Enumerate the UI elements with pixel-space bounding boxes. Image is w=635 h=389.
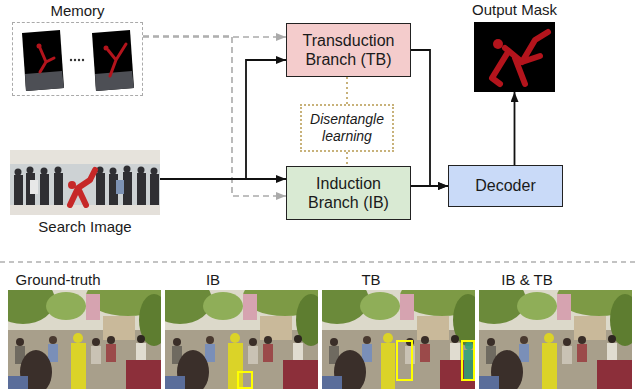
disentangle-box: Disentangle learning [300, 104, 394, 152]
panel-label: Ground-truth [15, 271, 100, 289]
image-caption: Output Mask [472, 1, 557, 19]
transduction-branch: Transduction Branch (TB) [286, 23, 411, 77]
output-mask: Output Mask [474, 22, 555, 92]
search-photo [68, 181, 76, 189]
connector [411, 50, 448, 186]
box-label: Decoder [475, 176, 535, 195]
mask-image [474, 22, 555, 92]
connector [346, 152, 348, 166]
memory-frames [22, 30, 64, 91]
memory-frames [92, 30, 134, 91]
result-photo [71, 333, 86, 389]
memory-frames [78, 59, 80, 61]
search-photo [10, 150, 160, 215]
search-photo [96, 173, 105, 205]
memory-frames [40, 48, 54, 72]
result-photo [462, 341, 474, 380]
memory-frames [37, 44, 42, 49]
connector [346, 77, 348, 104]
memory-frames [82, 59, 84, 61]
search-photo [14, 166, 159, 206]
search-photo [123, 172, 132, 205]
result-photo [542, 343, 557, 389]
memory-panel: Memory [12, 22, 143, 96]
memory-frames [95, 71, 134, 91]
search-photo [10, 150, 160, 164]
separator-line [0, 261, 635, 262]
search-photo [150, 174, 159, 205]
box-label: Induction Branch (IB) [292, 174, 405, 212]
result-photo [165, 290, 318, 389]
search-photo [110, 168, 117, 175]
result-photo [383, 333, 393, 343]
result-photo [228, 333, 243, 389]
search-photo [124, 166, 131, 173]
memory-frames [108, 44, 126, 76]
memory-frames [104, 46, 109, 51]
result-photo [381, 343, 395, 389]
result-photo [238, 372, 252, 388]
search-photo [116, 180, 124, 194]
memory-frames [22, 30, 134, 91]
search-photo [55, 167, 62, 174]
result-photo [230, 333, 240, 343]
connector [143, 36, 286, 196]
search-photo [40, 174, 49, 205]
mask-image [474, 22, 555, 92]
search-photo [137, 173, 146, 205]
result-photo [381, 333, 395, 389]
search-photo [15, 169, 22, 176]
search-photo [27, 167, 34, 174]
result-photo [8, 290, 161, 389]
result-photo [8, 290, 161, 389]
panel-label: IB & TB [501, 271, 552, 289]
result-photo [464, 342, 474, 380]
search-photo [14, 175, 23, 205]
result-photo [322, 290, 475, 389]
connector [514, 92, 516, 165]
search-photo [151, 168, 158, 175]
result-photo [479, 290, 632, 389]
result-photo [165, 290, 318, 389]
search-photo [41, 168, 48, 175]
connector [160, 178, 286, 180]
memory-frames [74, 59, 76, 61]
box-label: Transduction Branch (TB) [292, 31, 405, 69]
search-photo [138, 167, 145, 174]
mask-image [492, 32, 548, 84]
result-photo [544, 333, 554, 343]
induction-branch: Induction Branch (IB) [286, 166, 411, 220]
search-photo [10, 150, 160, 215]
panel-label: TB [361, 271, 380, 289]
result-photo [465, 342, 473, 350]
result-photo [322, 290, 475, 389]
result-photo [542, 333, 557, 389]
memory-frames [70, 59, 72, 61]
result-photo [71, 343, 86, 389]
result-photo [228, 343, 243, 389]
image-caption: Search Image [38, 218, 131, 236]
connector [160, 60, 286, 179]
search-image: Search Image [10, 150, 160, 215]
connector [411, 185, 448, 187]
result-photo [464, 350, 474, 380]
image-caption: Memory [50, 2, 104, 20]
search-photo [30, 180, 38, 194]
result-photo [73, 333, 83, 343]
mask-image [493, 39, 503, 49]
result-photo [397, 341, 412, 380]
result-photo [479, 290, 632, 389]
memory-frames [25, 71, 64, 91]
search-photo [54, 173, 63, 205]
panel-label: IB [206, 271, 220, 289]
box-label: Disentangle learning [307, 111, 387, 145]
decoder-box: Decoder [448, 165, 563, 207]
